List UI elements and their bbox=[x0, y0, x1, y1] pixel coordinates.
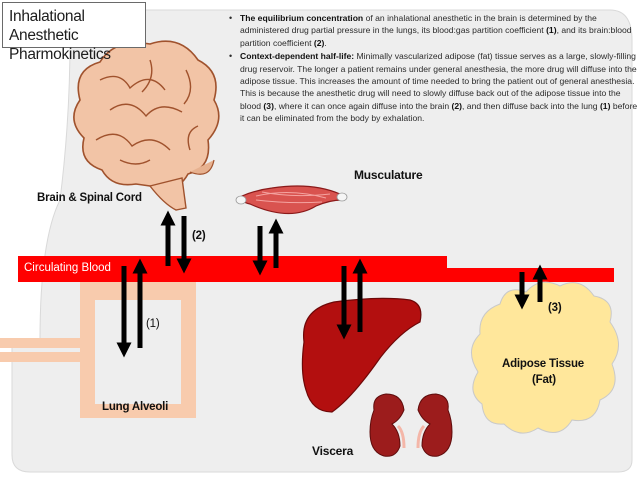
adipose-tissue-shape bbox=[471, 281, 619, 434]
title-line-1: Inhalational Anesthetic bbox=[9, 8, 85, 44]
note-text: Minimally vascularized adipose (fat) tis… bbox=[240, 51, 637, 111]
note-text: , where it can once again diffuse into t… bbox=[273, 100, 452, 111]
arrows-adipose-blood bbox=[514, 264, 548, 310]
trachea-upper bbox=[0, 338, 90, 348]
note-text: of an inhalational anesthetic in the bra… bbox=[240, 13, 597, 36]
adipose-label-line2: (Fat) bbox=[532, 374, 556, 386]
lung-alveoli-label: Lung Alveoli bbox=[102, 401, 169, 413]
note-text: , and its brain:blood partition coeffici… bbox=[240, 25, 632, 48]
note-item: Context-dependent half-life: Minimally v… bbox=[229, 50, 638, 124]
note-text: (3) bbox=[263, 100, 274, 111]
lung-alveoli-shape bbox=[80, 282, 196, 418]
adipose-label-line1: Adipose Tissue bbox=[502, 358, 584, 370]
note-text: (2) bbox=[451, 100, 463, 111]
note-text: before it can be eliminated from the bod… bbox=[240, 100, 638, 124]
note-heading: Context-dependent half-life: bbox=[240, 51, 355, 62]
musculature-label: Musculature bbox=[354, 168, 423, 182]
arrows-brain-blood bbox=[160, 210, 192, 274]
note-text: (2) bbox=[313, 37, 325, 48]
viscera-label: Viscera bbox=[312, 444, 354, 458]
marker-1: (1) bbox=[146, 318, 160, 330]
note-text: (1) bbox=[546, 25, 557, 36]
marker-2: (2) bbox=[192, 230, 206, 242]
muscle-icon bbox=[235, 185, 348, 215]
notes-list: The equilibrium concentration of an inha… bbox=[228, 12, 638, 126]
marker-3: (3) bbox=[548, 302, 562, 314]
kidney-icon bbox=[369, 393, 453, 457]
circulating-blood-label: Circulating Blood bbox=[24, 262, 111, 274]
note-heading: The equilibrium concentration bbox=[240, 13, 364, 23]
trachea-lower bbox=[0, 352, 90, 362]
title-box: Inhalational Anesthetic Pharmokinetics bbox=[2, 2, 146, 63]
arrows-lung-blood bbox=[116, 258, 148, 358]
title-line-2: Pharmokinetics bbox=[9, 46, 111, 63]
note-text: , and then diffuse back into the lung bbox=[462, 100, 600, 111]
arrows-muscle-blood bbox=[252, 218, 284, 276]
note-text: . bbox=[324, 37, 327, 48]
note-item: The equilibrium concentration of an inha… bbox=[229, 12, 638, 49]
arrows-viscera-blood bbox=[336, 258, 368, 340]
note-text: (1) bbox=[599, 100, 611, 111]
brain-label: Brain & Spinal Cord bbox=[37, 192, 142, 204]
brain-icon bbox=[73, 40, 220, 211]
